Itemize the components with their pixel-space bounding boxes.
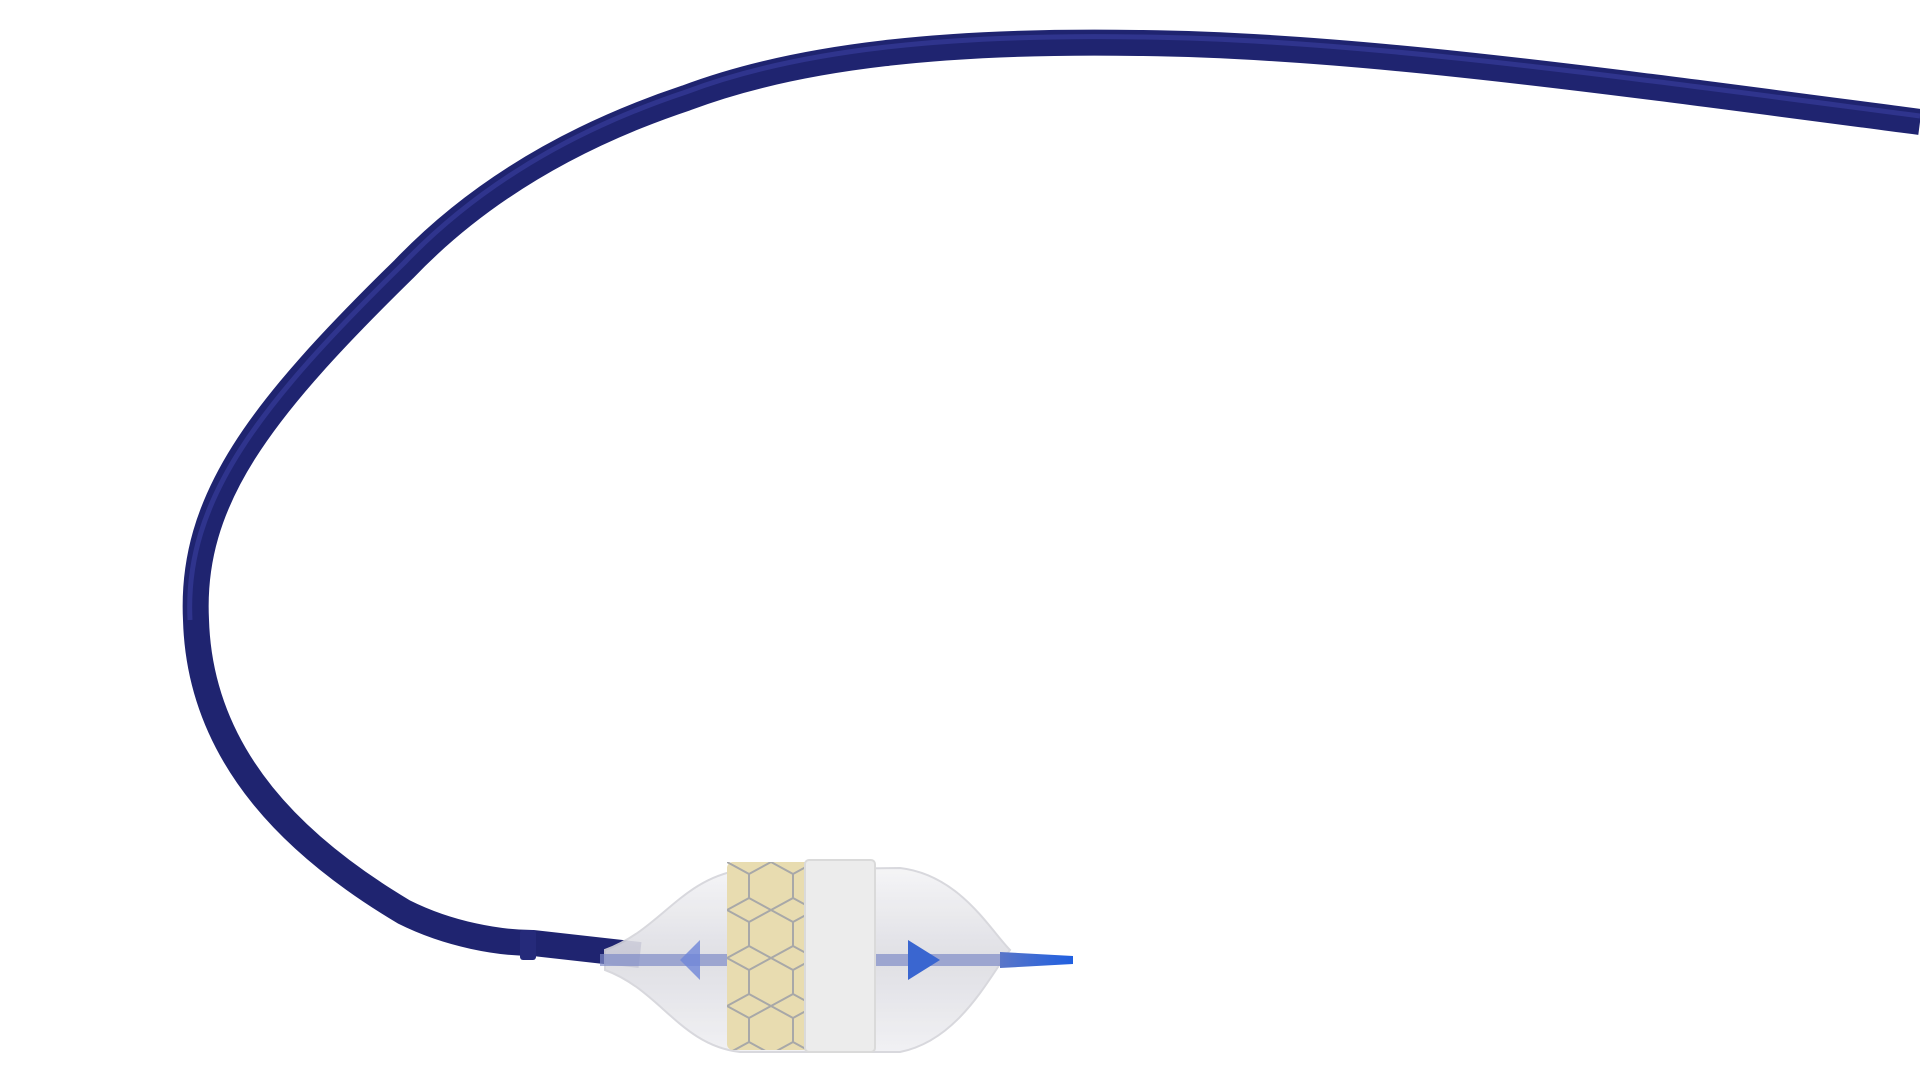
left-flow-arrow [680, 940, 700, 980]
sealing-cuff [804, 859, 876, 1053]
catheter-highlight [187, 34, 1920, 621]
catheter-shaft [182, 29, 1920, 968]
stent-frame [727, 862, 817, 1050]
catheter-tip [1000, 952, 1073, 968]
right-flow-arrow [908, 940, 940, 980]
catheter-collar [520, 930, 536, 960]
